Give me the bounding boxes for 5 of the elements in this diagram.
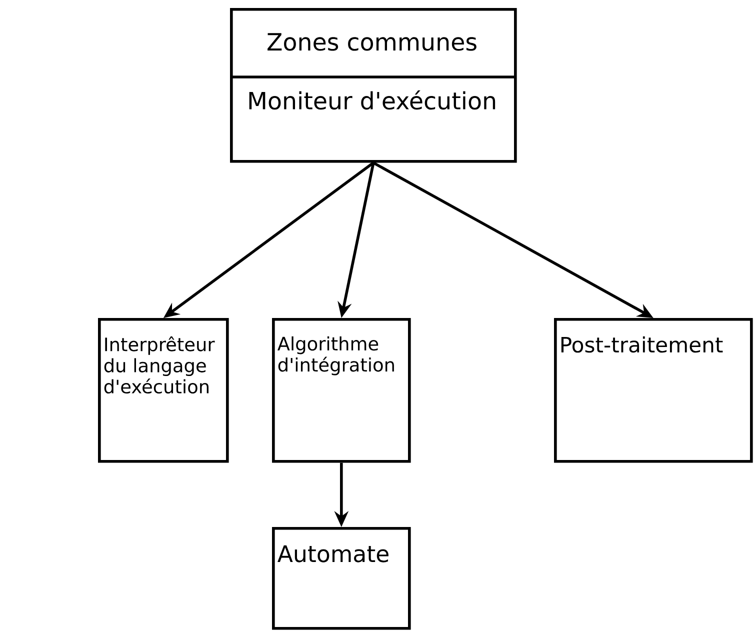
- module-box: Post-traitement: [554, 318, 753, 463]
- module-box: Interprêteur du langage d'exécution: [98, 318, 229, 463]
- module-box: Automate: [272, 527, 411, 630]
- module-box: Zones communes Moniteur d'exécution: [230, 8, 517, 163]
- module-box: Algorithme d'intégration: [272, 318, 411, 463]
